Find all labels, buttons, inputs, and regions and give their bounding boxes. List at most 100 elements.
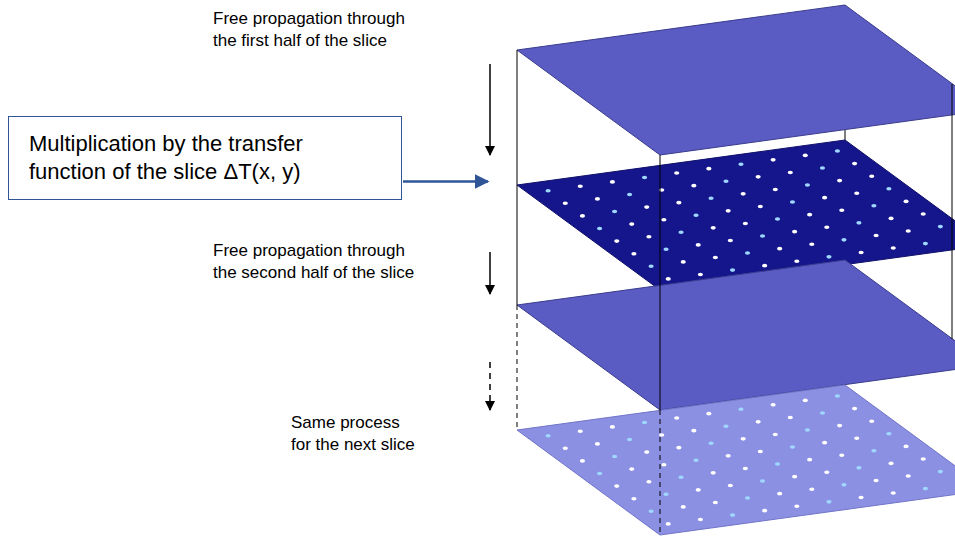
atom-dot	[627, 438, 632, 442]
atom-dot	[629, 222, 634, 226]
atom-dot	[631, 497, 636, 501]
atom-dot	[706, 167, 711, 171]
atom-dot	[708, 441, 713, 445]
atom-dot	[612, 455, 617, 459]
atom-dot	[788, 416, 793, 420]
atom-dot	[903, 200, 908, 204]
atom-dot	[760, 234, 765, 238]
atom-dot	[762, 264, 767, 268]
atom-dot	[663, 247, 668, 251]
atom-dot	[738, 407, 743, 411]
atom-dot	[661, 463, 666, 467]
atom-dot	[891, 491, 896, 495]
atom-dot	[820, 166, 825, 170]
atom-dot	[923, 487, 928, 491]
atom-dot	[809, 487, 814, 491]
atom-dot	[546, 189, 551, 193]
atom-dot	[741, 437, 746, 441]
process-box: Multiplication by the transfer function …	[8, 116, 402, 200]
atom-dot	[676, 201, 681, 205]
atom-dot	[841, 238, 846, 242]
atom-dot	[790, 200, 795, 204]
atom-dot	[871, 204, 876, 208]
atom-dot	[773, 433, 778, 437]
atom-dot	[730, 513, 735, 517]
step-note: Free propagation through the second half…	[213, 240, 423, 284]
atom-dot	[659, 433, 664, 437]
atom-dot	[856, 466, 861, 470]
plane-transfer	[517, 140, 955, 290]
atom-dot	[852, 162, 857, 166]
atom-dot	[773, 188, 778, 192]
atom-dot	[756, 420, 761, 424]
atom-dot	[646, 235, 651, 239]
atom-dot	[580, 459, 585, 463]
atom-dot	[788, 171, 793, 175]
atom-dot	[758, 205, 763, 209]
atom-dot	[666, 522, 671, 526]
slice-edge	[952, 84, 953, 339]
atom-dot	[820, 411, 825, 415]
atom-dot	[723, 424, 728, 428]
atom-dot	[597, 472, 602, 476]
atom-dot	[837, 179, 842, 183]
atom-dot	[642, 176, 647, 180]
atom-dot	[921, 457, 926, 461]
atom-dot	[681, 505, 686, 509]
atom-dot	[614, 239, 619, 243]
atom-dot	[614, 484, 619, 488]
atom-dot	[578, 184, 583, 188]
atom-dot	[674, 416, 679, 420]
atom-dot	[631, 252, 636, 256]
atom-dot	[859, 251, 864, 255]
atom-dot	[775, 462, 780, 466]
atom-dot	[792, 230, 797, 234]
atom-dot	[888, 462, 893, 466]
atom-dot	[822, 196, 827, 200]
atom-dot	[691, 184, 696, 188]
atom-dot	[835, 394, 840, 398]
plane-bottom	[517, 260, 955, 410]
atom-dot	[698, 518, 703, 522]
atom-dot	[678, 230, 683, 234]
atom-dot	[546, 434, 551, 438]
atom-dot	[580, 214, 585, 218]
atom-dot	[648, 510, 653, 514]
atom-dot	[610, 425, 615, 429]
atom-dot	[805, 183, 810, 187]
atom-dot	[822, 441, 827, 445]
atom-dot	[693, 458, 698, 462]
atom-dot	[854, 191, 859, 195]
atom-dot	[871, 449, 876, 453]
slice-edge-dashed	[517, 305, 518, 430]
atom-dot	[743, 467, 748, 471]
atom-dot	[595, 197, 600, 201]
atom-dot	[824, 470, 829, 474]
atom-dot	[805, 428, 810, 432]
atom-dot	[711, 471, 716, 475]
atom-dot	[578, 429, 583, 433]
atom-dot	[758, 450, 763, 454]
atom-dot	[903, 445, 908, 449]
atom-dot	[741, 192, 746, 196]
atom-dot	[869, 174, 874, 178]
atom-dot	[648, 265, 653, 269]
atom-dot	[691, 429, 696, 433]
atom-dot	[869, 419, 874, 423]
atom-dot	[809, 242, 814, 246]
atom-dot	[839, 208, 844, 212]
step-note: Free propagation through the first half …	[213, 8, 418, 52]
atom-dot	[644, 205, 649, 209]
atom-dot	[807, 458, 812, 462]
atom-dot	[839, 453, 844, 457]
atom-dot	[563, 202, 568, 206]
atom-dot	[728, 484, 733, 488]
atom-dot	[826, 255, 831, 259]
atom-dot	[792, 475, 797, 479]
atom-dot	[627, 193, 632, 197]
atom-dot	[777, 492, 782, 496]
atom-dot	[803, 399, 808, 403]
